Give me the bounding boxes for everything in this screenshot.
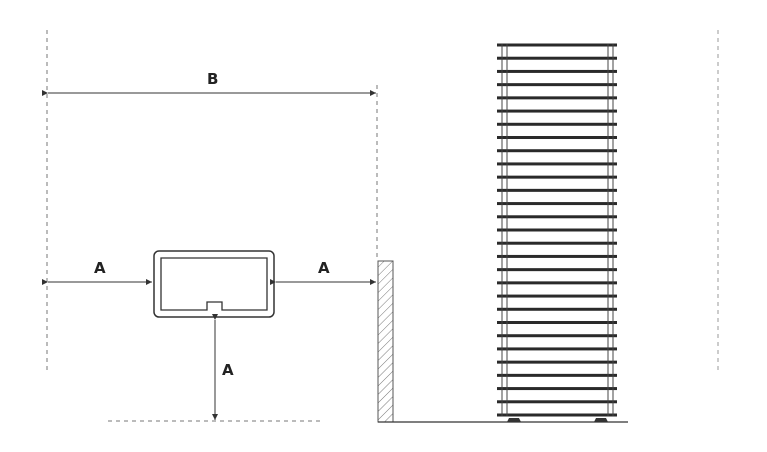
- radiator-bar: [497, 360, 617, 364]
- radiator-bar: [497, 321, 617, 324]
- radiator-bar: [497, 254, 617, 258]
- radiator-bar: [497, 56, 617, 60]
- radiator-top-view: [153, 250, 275, 318]
- radiator-bar: [497, 268, 617, 272]
- wall-hatched: [377, 260, 394, 423]
- foot-left: [507, 418, 521, 422]
- radiator-bar: [497, 347, 617, 351]
- radiator-bar: [497, 175, 617, 179]
- label-b: B: [207, 70, 218, 88]
- label-a-bottom: A: [222, 361, 234, 379]
- radiator-bar: [497, 307, 617, 311]
- radiator-bar: [497, 413, 617, 417]
- radiator-bar: [497, 241, 617, 245]
- foot-right: [594, 418, 608, 422]
- radiator-bar: [497, 281, 617, 285]
- radiator-bar: [497, 136, 617, 139]
- radiator-bar: [497, 387, 617, 391]
- radiator-bar: [497, 109, 617, 113]
- label-a-right: A: [318, 259, 330, 277]
- radiator-bar: [497, 215, 617, 219]
- radiator-bar: [497, 162, 617, 166]
- radiator-bar: [497, 334, 617, 338]
- radiator-bar: [497, 373, 617, 377]
- radiator-bar: [497, 149, 617, 153]
- radiator-bar: [497, 400, 617, 404]
- radiator-bar: [497, 122, 617, 126]
- radiator-bar: [497, 83, 617, 87]
- radiator-bar: [497, 188, 617, 192]
- radiator-bar: [497, 294, 617, 298]
- label-a-left: A: [94, 259, 106, 277]
- radiator-front-view: [497, 43, 617, 422]
- radiator-bar: [497, 202, 617, 206]
- radiator-bar: [497, 228, 617, 232]
- radiator-bar: [497, 69, 617, 73]
- radiator-bar: [497, 43, 617, 47]
- radiator-bar: [497, 96, 617, 100]
